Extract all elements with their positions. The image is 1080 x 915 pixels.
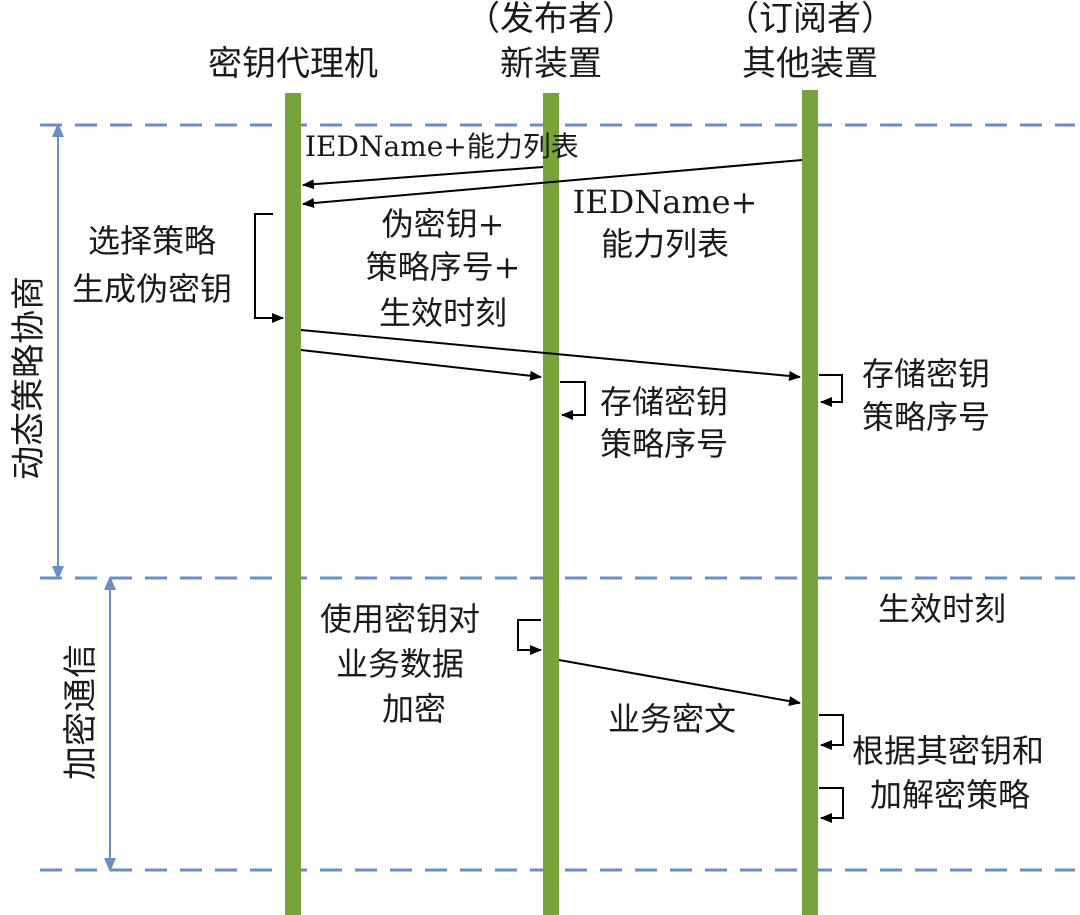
label-store-subscriber-2: 策略序号 bbox=[862, 398, 990, 436]
msg-agent-to-publisher bbox=[300, 349, 542, 381]
msg-publisher-to-agent bbox=[302, 166, 544, 190]
label-pseudo-key-2: 策略序号+ bbox=[366, 248, 521, 286]
participant-subscriber-title: 其他装置 bbox=[742, 44, 878, 84]
label-encrypt-1: 使用密钥对 bbox=[320, 600, 480, 638]
label-encrypt-2: 业务数据 bbox=[336, 645, 464, 683]
label-ied-from-subscriber-1: IEDName+ bbox=[573, 183, 758, 221]
label-decrypt-2: 加解密策略 bbox=[870, 776, 1030, 814]
participant-publisher-title: 新装置 bbox=[500, 44, 602, 84]
label-encrypt-3: 加密 bbox=[382, 690, 446, 728]
label-ciphertext: 业务密文 bbox=[608, 700, 736, 738]
label-decrypt-1: 根据其密钥和 bbox=[852, 732, 1044, 770]
phase-label-encrypted-comm: 加密通信 bbox=[61, 644, 101, 780]
participant-publisher-role: （发布者） bbox=[466, 0, 636, 39]
lifeline-publisher bbox=[543, 93, 559, 915]
msg-publisher-to-subscriber bbox=[558, 659, 801, 706]
msg-subscriber-to-agent bbox=[302, 159, 803, 209]
self-loop-publisher-store bbox=[560, 381, 586, 420]
msg-agent-to-subscriber bbox=[300, 329, 801, 381]
label-store-publisher-1: 存储密钥 bbox=[600, 383, 728, 421]
participant-agent-title: 密钥代理机 bbox=[208, 44, 378, 84]
label-pseudo-key-3: 生效时刻 bbox=[379, 294, 507, 332]
self-loop-subscriber-decrypt-1 bbox=[819, 714, 844, 750]
label-select-strategy-2: 生成伪密钥 bbox=[72, 270, 232, 308]
label-ied-from-subscriber-2: 能力列表 bbox=[601, 225, 729, 263]
label-store-subscriber-1: 存储密钥 bbox=[862, 355, 990, 393]
self-loop-subscriber-store bbox=[819, 374, 843, 407]
label-select-strategy-1: 选择策略 bbox=[88, 222, 216, 260]
label-store-publisher-2: 策略序号 bbox=[600, 425, 728, 463]
label-effective-time: 生效时刻 bbox=[878, 590, 1006, 628]
self-loop-agent bbox=[254, 213, 284, 323]
phase-label-negotiation: 动态策略协商 bbox=[9, 276, 49, 480]
lifeline-agent bbox=[285, 93, 301, 915]
lifeline-subscriber bbox=[802, 90, 818, 915]
self-loop-publisher-encrypt bbox=[517, 619, 542, 655]
self-loop-subscriber-decrypt-2 bbox=[819, 787, 844, 823]
label-ied-from-publisher: IEDName+能力列表 bbox=[305, 130, 579, 163]
label-pseudo-key-1: 伪密钥+ bbox=[382, 205, 505, 243]
participant-subscriber-role: （订阅者） bbox=[725, 0, 895, 39]
